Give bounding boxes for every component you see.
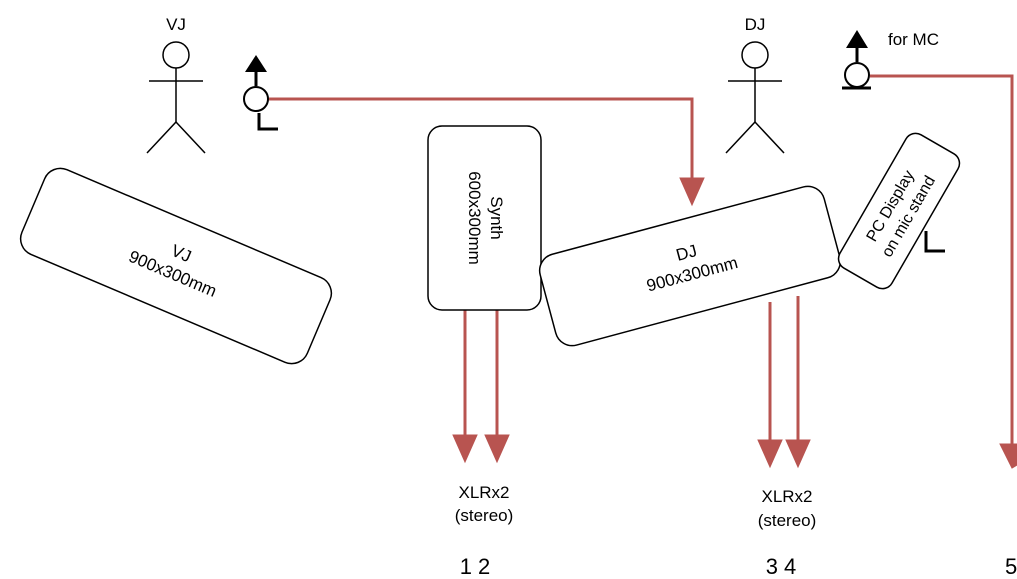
cable-synth-out-2: [484, 310, 510, 464]
cable-mic-to-dj: [268, 97, 705, 207]
synth-output-type: (stereo): [455, 506, 514, 525]
dj-output-label: XLRx2: [761, 487, 812, 506]
vj-person-icon: VJ: [146, 15, 206, 154]
synth-table: Synth 600x300mm: [427, 125, 542, 311]
cable-synth-out-1: [452, 310, 478, 464]
synth-output-label: XLRx2: [458, 483, 509, 502]
mic-icon-mc: for MC: [842, 30, 939, 90]
synth-table-name: Synth: [487, 196, 506, 239]
dj-table-name: DJ: [674, 241, 699, 265]
mic-stand-base-icon: [924, 231, 945, 253]
vj-person-label: VJ: [166, 15, 186, 34]
channel-numbers-1-2: 1 2: [460, 554, 491, 579]
cable-mc-mic-to-channel-5: [870, 74, 1017, 469]
mic-icon-vj: [243, 55, 278, 131]
channel-number-5: 5: [1005, 554, 1017, 579]
dj-table: DJ 900x300mm: [538, 185, 842, 347]
vj-table: VJ 900x300mm: [19, 167, 333, 365]
dj-output-type: (stereo): [758, 511, 817, 530]
cable-dj-out-3: [757, 302, 783, 469]
synth-table-size: 600x300mm: [465, 171, 484, 265]
mic-for-mc-label: for MC: [888, 30, 939, 49]
dj-person-label: DJ: [745, 15, 766, 34]
channel-numbers-3-4: 3 4: [766, 554, 797, 579]
dj-person-icon: DJ: [725, 15, 785, 154]
cable-dj-out-4: [785, 296, 811, 469]
pc-display: PC Display on mic stand: [837, 132, 961, 290]
